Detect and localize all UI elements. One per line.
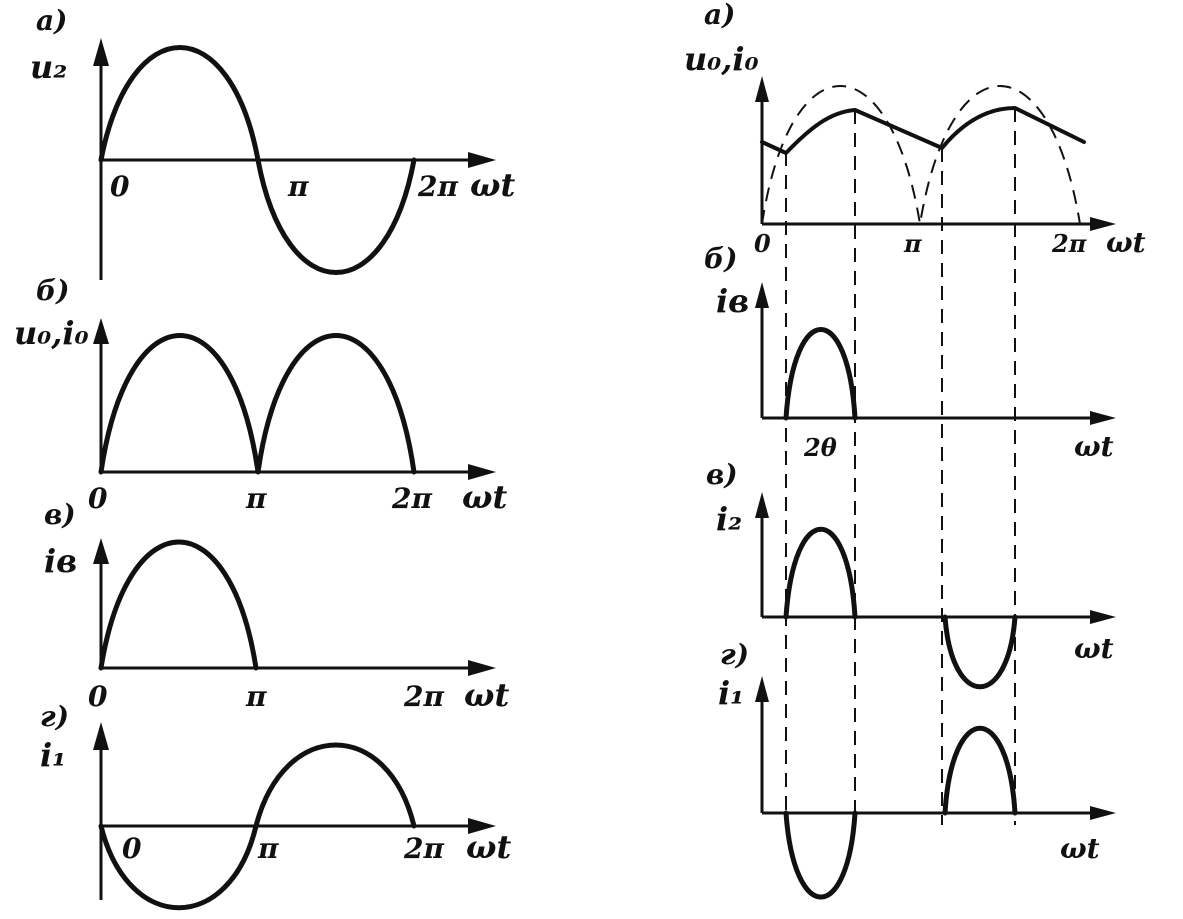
right-c-y-arrow <box>755 492 769 518</box>
left-c-ylabel: iв <box>44 542 77 580</box>
right-d-xlabel: ωt <box>1060 832 1100 865</box>
left-d-tick-2pi: 2π <box>403 832 444 865</box>
right-a-x-arrow <box>1090 217 1116 231</box>
right-d-x-arrow <box>1090 806 1116 820</box>
right-b-x-arrow <box>1090 411 1116 425</box>
right-d-negative-pulse <box>783 810 858 900</box>
left-b-xlabel: ωt <box>462 478 507 516</box>
right-b-ylabel: iв <box>716 282 749 320</box>
left-a-ylabel: u₂ <box>30 48 67 86</box>
left-b-ylabel: u₀,i₀ <box>14 314 89 352</box>
left-b-tick-0: 0 <box>88 482 108 515</box>
left-d-xlabel: ωt <box>466 828 511 866</box>
right-c-xlabel: ωt <box>1074 632 1114 665</box>
left-a-x-arrow <box>468 152 496 168</box>
right-a-letter: a) <box>704 0 735 31</box>
left-c-xlabel: ωt <box>464 676 509 714</box>
left-b-rectified-curve <box>98 333 417 475</box>
right-c-ylabel: i₂ <box>716 500 742 538</box>
left-c-half-wave-curve <box>98 539 259 671</box>
right-a-tick-0: 0 <box>754 229 771 258</box>
left-d-ylabel: i₁ <box>40 736 66 774</box>
right-d-positive-pulse <box>942 726 1018 816</box>
left-c-tick-0: 0 <box>88 680 108 713</box>
right-d-letter: г) <box>720 638 749 671</box>
left-b-x-arrow <box>468 464 496 480</box>
left-c-tick-2pi: 2π <box>403 680 444 713</box>
right-b-pulse-label: 2θ <box>803 433 837 462</box>
left-d-i1-curve <box>98 742 417 911</box>
left-d-y-arrow <box>93 722 109 750</box>
right-d-y-arrow <box>755 676 769 702</box>
right-c-x-arrow <box>1090 610 1116 624</box>
left-panel-d: г) i₁ 0 π 2π ωt <box>40 700 511 911</box>
left-b-tick-pi: π <box>245 482 267 515</box>
left-a-y-arrow <box>93 38 109 66</box>
right-a-y-arrow <box>755 76 769 102</box>
right-a-ripple-curve <box>760 106 1086 155</box>
left-a-letter: a) <box>36 4 67 37</box>
right-b-y-arrow <box>755 282 769 308</box>
right-b-pulse-curve <box>783 327 858 421</box>
right-a-tick-pi: π <box>903 229 922 258</box>
right-a-ylabel: u₀,i₀ <box>684 40 759 78</box>
left-d-x-arrow <box>468 818 496 834</box>
left-panel-a: a) u₂ 0 π 2π ωt <box>30 4 515 280</box>
left-panel-b: б) u₀,i₀ 0 π 2π ωt <box>14 274 507 516</box>
left-d-tick-pi: π <box>257 832 279 865</box>
left-b-letter: б) <box>36 274 69 307</box>
right-panel-c: в) i₂ ωt <box>706 458 1116 690</box>
left-d-letter: г) <box>40 700 69 733</box>
left-c-x-arrow <box>468 660 496 676</box>
right-a-rectified-dashed <box>761 85 1081 225</box>
left-b-tick-2pi: 2π <box>391 482 432 515</box>
left-a-tick-2pi: 2π <box>417 170 458 203</box>
left-a-tick-pi: π <box>287 170 309 203</box>
right-projection-lines <box>785 108 1016 825</box>
right-c-negative-pulse <box>942 614 1018 690</box>
right-a-tick-2pi: 2π <box>1051 229 1087 258</box>
left-a-tick-0: 0 <box>110 170 130 203</box>
right-panel-d: г) i₁ ωt <box>718 638 1116 900</box>
left-a-xlabel: ωt <box>470 166 515 204</box>
right-panel-b: б) iв 2θ ωt <box>704 242 1116 463</box>
left-c-tick-pi: π <box>245 680 267 713</box>
left-c-letter: в) <box>44 498 76 531</box>
right-c-positive-pulse <box>783 527 858 620</box>
left-a-u2-curve <box>98 45 417 275</box>
left-c-y-arrow <box>93 538 109 564</box>
left-panel-c: в) iв 0 π 2π ωt <box>44 498 509 714</box>
left-b-y-arrow <box>93 318 109 344</box>
right-c-letter: в) <box>706 458 738 491</box>
right-b-xlabel: ωt <box>1074 430 1114 463</box>
right-panel-a: a) u₀,i₀ 0 π 2π ωt <box>684 0 1146 259</box>
left-d-tick-0: 0 <box>122 832 142 865</box>
right-d-ylabel: i₁ <box>718 674 744 712</box>
right-a-xlabel: ωt <box>1106 226 1146 259</box>
right-b-letter: б) <box>704 242 737 275</box>
